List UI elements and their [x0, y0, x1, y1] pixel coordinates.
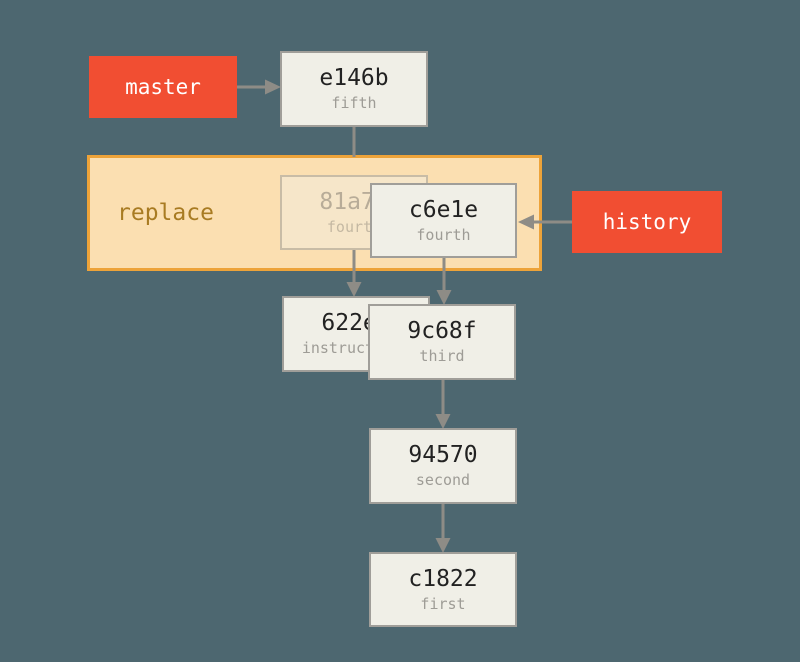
commit-node-c6e1e: c6e1e fourth — [370, 183, 517, 258]
branch-label-history: history — [572, 191, 722, 253]
commit-hash: 94570 — [408, 442, 478, 469]
commit-message: fourth — [416, 225, 471, 244]
commit-hash: c1822 — [408, 565, 478, 592]
commit-message: second — [415, 471, 471, 490]
edge-9c68f-94570 — [435, 380, 451, 429]
edge-master-e146b — [237, 79, 281, 95]
commit-message: third — [419, 347, 465, 366]
commit-message: fourth — [326, 217, 382, 236]
branch-label-master-text: master — [125, 75, 201, 99]
commit-message: fifth — [331, 94, 377, 113]
commit-hash: 9c68f — [407, 318, 477, 345]
commit-node-94570: 94570 second — [369, 428, 517, 504]
commit-hash: e146b — [319, 65, 389, 92]
commit-hash: c6e1e — [408, 196, 479, 223]
commit-node-9c68f: 9c68f third — [368, 304, 516, 380]
edge-94570-c1822 — [435, 504, 451, 553]
replace-region-label: replace — [117, 200, 214, 226]
commit-message: first — [420, 594, 466, 613]
branch-label-history-text: history — [602, 210, 692, 234]
branch-label-master: master — [89, 56, 237, 118]
commit-node-c1822: c1822 first — [369, 552, 517, 627]
commit-node-e146b: e146b fifth — [280, 51, 428, 127]
